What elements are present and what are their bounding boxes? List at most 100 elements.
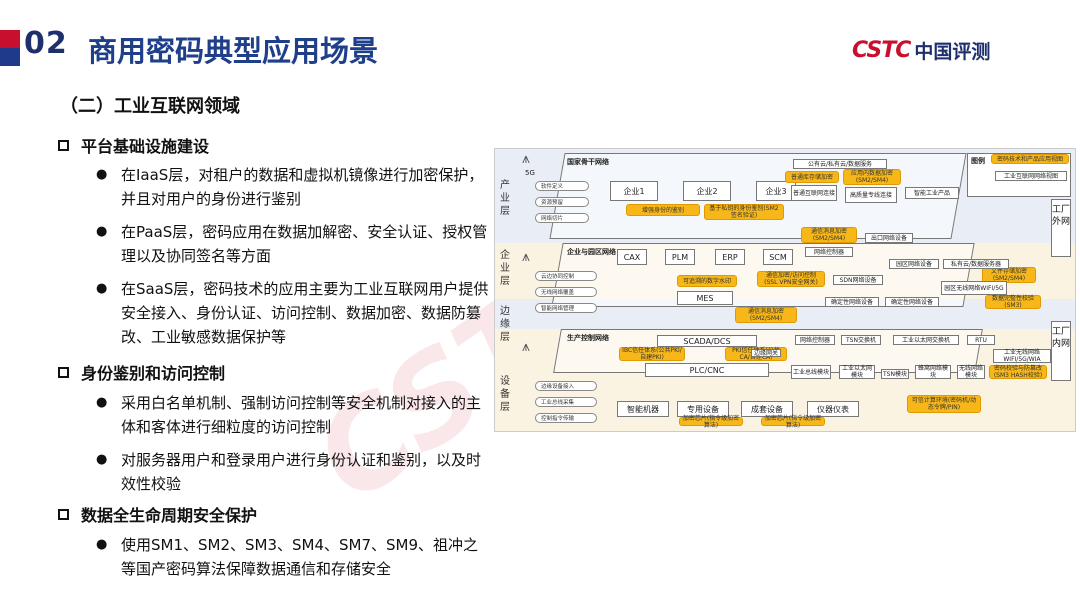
system-node: SCM <box>763 249 793 265</box>
network-device: 网络控制器 <box>795 335 835 345</box>
capability-pill: 智能网络管理 <box>535 303 597 313</box>
bullet-dot-icon: ● <box>96 224 108 239</box>
network-device: SDN网络设备 <box>833 275 883 285</box>
network-module: 蜂窝网络模块 <box>915 365 951 379</box>
crypto-function-box: 增强身份的鉴别 <box>626 204 700 216</box>
enterprise-node: 企业1 <box>610 181 658 201</box>
layer-label: 设备层 <box>500 376 510 413</box>
checkbox-icon <box>58 139 69 151</box>
row-title: 企业与园区网络 <box>567 248 616 256</box>
bullet-text: 使用SM1、SM2、SM3、SM4、SM7、SM9、祖冲之等国产密码算法保障数据… <box>121 536 479 578</box>
signal-tower-icon: ⩚ <box>522 339 530 355</box>
signal-label: 5G <box>525 169 535 177</box>
row-title: 国家骨干网络 <box>567 158 609 166</box>
bullet-item: ● 使用SM1、SM2、SM3、SM4、SM7、SM9、祖冲之等国产密码算法保障… <box>96 533 490 581</box>
bullet-dot-icon: ● <box>96 395 108 410</box>
section-number: 02 <box>24 26 68 61</box>
network-device: 工业无线网络WIFI/5G/WIA <box>993 349 1051 363</box>
crypto-function-box: 加密芯片(指令级加密算法) <box>761 415 825 429</box>
bullet-text: 在PaaS层，密码应用在数据加解密、安全认证、授权管理以及协同签名等方面 <box>121 223 488 265</box>
enterprise-node: 企业2 <box>683 181 731 201</box>
checkbox-icon <box>58 508 69 520</box>
network-module: TSN模块 <box>881 369 909 379</box>
network-module: 无线网络模块 <box>957 365 985 379</box>
capability-pill: 无线网络覆盖 <box>535 287 597 297</box>
crypto-function-box: 数据完整性校验(SM3) <box>985 295 1041 309</box>
crypto-function-box: 加密芯片(指令级加密算法) <box>679 415 743 429</box>
network-device: 私有云/数据服务器 <box>943 259 1009 269</box>
header-accent-red <box>0 30 20 48</box>
network-device: 工业以太网交换机 <box>893 335 959 345</box>
legend-network: 工业互联网网络视图 <box>995 171 1067 181</box>
bullet-text: 采用白名单机制、强制访问控制等安全机制对接入的主体和客体进行细粒度的访问控制 <box>121 394 482 436</box>
device-node: 仪器仪表 <box>807 401 859 417</box>
legend-title: 图例 <box>971 157 985 165</box>
network-device: 园区无线网络WIFI/5G <box>941 281 1007 295</box>
network-device: 网络控制器 <box>805 247 853 257</box>
crypto-function-box: IBC信任体系(公共PKI/自建PKI) <box>619 347 685 361</box>
logo-cn: 中国评测 <box>914 40 991 63</box>
system-node: CAX <box>617 249 647 265</box>
capability-pill: 云边协同控制 <box>535 271 597 281</box>
bullet-dot-icon: ● <box>96 167 108 182</box>
network-device: 出口网络设备 <box>865 233 913 243</box>
layer-label: 产业层 <box>500 180 510 217</box>
device-node: 智能机器 <box>617 401 669 417</box>
network-device: TSN交换机 <box>841 335 881 345</box>
control-system-node: SCADA/DCS <box>657 335 757 347</box>
bullet-dot-icon: ● <box>96 281 108 296</box>
signal-tower-icon: ⩚ <box>522 249 530 265</box>
capability-pill: 网络切片 <box>535 213 589 223</box>
connection-node: 高质量专线连接 <box>845 187 897 203</box>
bullet-text: 在IaaS层，对租户的数据和虚拟机镜像进行加密保护，并且对用户的身份进行鉴别 <box>121 166 484 208</box>
architecture-diagram: 产业层 企业层 边缘层 设备层 ⩚ 5G ⩚ ⩚ 国家骨干网络 软件定义 资源预… <box>494 148 1076 432</box>
layer-label: 边缘层 <box>500 306 510 343</box>
product-node: 智能工业产品 <box>905 187 959 199</box>
connection-node: 普通互联网连接 <box>791 185 837 201</box>
network-device: 园区网络设备 <box>889 259 939 269</box>
capability-pill: 工业总线采集 <box>535 397 597 407</box>
side-label: 工厂外网 <box>1051 199 1071 257</box>
cstc-logo: CSTC 中国评测 <box>852 35 990 65</box>
bullet-dot-icon: ● <box>96 452 108 467</box>
network-device: 确定性网络设备 <box>825 297 879 307</box>
bullet-item: ● 对服务器用户和登录用户进行身份认证和鉴别，以及时效性校验 <box>96 448 490 496</box>
crypto-function-box: 基于私钥的身份鉴别(SM2签名验证) <box>704 204 784 220</box>
capability-pill: 软件定义 <box>535 181 589 191</box>
network-module: 工业以太网模块 <box>839 365 875 379</box>
crypto-function-box: 应用内数据加密(SM2/SM4) <box>843 169 901 185</box>
network-device: 边缘网关 <box>751 349 781 357</box>
capability-pill: 边缘设备接入 <box>535 381 597 391</box>
bullet-item: ● 在PaaS层，密码应用在数据加解密、安全认证、授权管理以及协同签名等方面 <box>96 220 490 268</box>
enterprise-node: 企业3 <box>756 181 796 201</box>
crypto-function-box: 通信消息加密(SM2/SM4) <box>735 307 797 323</box>
crypto-function-box: 文件存储加密(SM2/SM4) <box>982 267 1036 283</box>
bullet-item: ● 在SaaS层，密码技术的应用主要为工业互联网用户提供安全接入、身份认证、访问… <box>96 277 490 349</box>
section-heading-text: 数据全生命周期安全保护 <box>81 506 258 525</box>
page-title: 商用密码典型应用场景 <box>88 34 379 68</box>
crypto-function-box: 通信加密/访问控制(SSL VPN安全网关) <box>757 271 825 287</box>
section-heading: 平台基础设施建设 <box>58 133 209 157</box>
header-accent-blue <box>0 48 20 66</box>
network-module: 工业总线模块 <box>791 365 831 379</box>
crypto-function-box: 通信消息加密(SM2/SM4) <box>801 227 857 243</box>
capability-pill: 控制指令传输 <box>535 413 597 423</box>
network-device: 确定性网络设备 <box>885 297 939 307</box>
system-node: ERP <box>715 249 745 265</box>
legend-crypto: 密码技术和产品应用视图 <box>991 154 1069 164</box>
crypto-function-box: 普通库存储加密 <box>785 171 839 183</box>
capability-pill: 资源预留 <box>535 197 589 207</box>
section-heading: 数据全生命周期安全保护 <box>58 502 257 526</box>
checkbox-icon <box>58 366 69 378</box>
device-node: 成套设备 <box>741 401 793 417</box>
crypto-function-box: 可信计算环境(密码机/动态令牌/PIN) <box>907 395 981 413</box>
section-heading-text: 身份鉴别和访问控制 <box>81 364 226 383</box>
crypto-function-box: 密码校验与防篡改(SM3 HASH校验) <box>989 365 1047 379</box>
side-label: 工厂内网 <box>1051 321 1071 381</box>
crypto-function-box: 可追溯的数字水印 <box>677 275 737 287</box>
network-device: RTU <box>967 335 995 345</box>
cloud-service-node: 公有云/私有云/数据服务 <box>793 159 887 169</box>
bullet-item: ● 采用白名单机制、强制访问控制等安全机制对接入的主体和客体进行细粒度的访问控制 <box>96 391 490 439</box>
control-system-node: PLC/CNC <box>645 363 769 377</box>
section-heading: 身份鉴别和访问控制 <box>58 360 225 384</box>
